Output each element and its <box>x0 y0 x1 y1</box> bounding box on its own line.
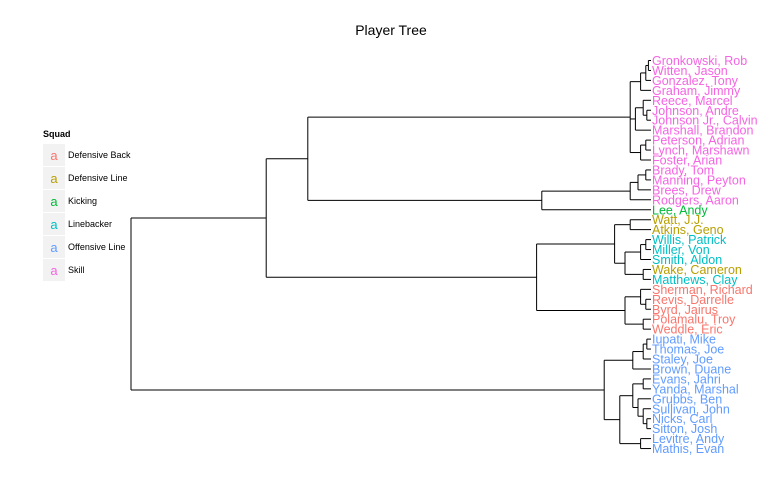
legend-key-glyph: a <box>50 263 58 278</box>
legend-label: Defensive Line <box>68 173 128 183</box>
leaf-label: Grubbs, Ben <box>652 392 722 406</box>
leaf-label: Gronkowski, Rob <box>652 54 747 68</box>
leaf-label: Nicks, Carl <box>652 412 712 426</box>
leaf-label: Willis, Patrick <box>652 233 727 247</box>
leaf-label: Evans, Jahri <box>652 372 721 386</box>
legend-key-bg <box>43 259 65 281</box>
leaf-label: Foster, Arian <box>652 154 722 168</box>
leaf-label: Smith, Aldon <box>652 253 722 267</box>
leaf-label: Mathis, Evan <box>652 442 724 456</box>
leaf-label: Levitre, Andy <box>652 432 725 446</box>
leaf-label: Marshall, Brandon <box>652 124 753 138</box>
chart-title: Player Tree <box>355 22 427 38</box>
legend-key-glyph: a <box>50 217 58 232</box>
leaf-label: Polamalu, Troy <box>652 313 736 327</box>
legend-key-bg <box>43 190 65 212</box>
leaf-label: Wake, Cameron <box>652 263 742 277</box>
leaf-label: Atkins, Geno <box>652 223 724 237</box>
legend-label: Offensive Line <box>68 242 125 252</box>
leaf-label: Sherman, Richard <box>652 283 753 297</box>
leaf-label: Johnson Jr., Calvin <box>652 114 758 128</box>
legend-key-glyph: a <box>50 240 58 255</box>
legend-key-bg <box>43 236 65 258</box>
legend-key-bg <box>43 144 65 166</box>
leaf-label: Johnson, Andre <box>652 104 739 118</box>
leaf-label: Brees, Drew <box>652 183 722 197</box>
leaf-label: Lynch, Marshawn <box>652 144 750 158</box>
legend-key-glyph: a <box>50 194 58 209</box>
leaf-label: Rodgers, Aaron <box>652 193 739 207</box>
leaf-label: Thomas, Joe <box>652 343 724 357</box>
legend-key-bg <box>43 167 65 189</box>
leaf-label: Weddle, Eric <box>652 323 723 337</box>
leaf-label: Lee, Andy <box>652 203 708 217</box>
leaf-label: Matthews, Clay <box>652 273 738 287</box>
leaf-label: Manning, Peyton <box>652 173 746 187</box>
leaf-label: Byrd, Jairus <box>652 303 718 317</box>
leaf-label: Yanda, Marshal <box>652 382 739 396</box>
leaf-label: Gonzalez, Tony <box>652 74 739 88</box>
leaf-label: Peterson, Adrian <box>652 134 744 148</box>
leaf-label: Miller, Von <box>652 243 710 257</box>
legend-title: Squad <box>43 129 71 139</box>
legend-label: Defensive Back <box>68 150 131 160</box>
legend-label: Kicking <box>68 196 97 206</box>
leaf-label: Iupati, Mike <box>652 333 716 347</box>
legend-key-bg <box>43 213 65 235</box>
leaf-label: Watt, J.J. <box>652 213 704 227</box>
leaf-label: Sitton, Josh <box>652 422 717 436</box>
legend-key-glyph: a <box>50 148 58 163</box>
leaf-label: Sullivan, John <box>652 402 730 416</box>
leaf-label: Revis, Darrelle <box>652 293 734 307</box>
legend-label: Skill <box>68 265 85 275</box>
leaf-label: Graham, Jimmy <box>652 84 741 98</box>
leaf-label: Reece, Marcel <box>652 94 733 108</box>
leaf-label: Brown, Duane <box>652 362 731 376</box>
leaf-label: Witten, Jason <box>652 64 728 78</box>
leaf-label: Staley, Joe <box>652 353 713 367</box>
legend-key-glyph: a <box>50 171 58 186</box>
dendrogram-branches <box>130 60 651 450</box>
leaf-label: Brady, Tom <box>652 163 714 177</box>
legend-label: Linebacker <box>68 219 112 229</box>
